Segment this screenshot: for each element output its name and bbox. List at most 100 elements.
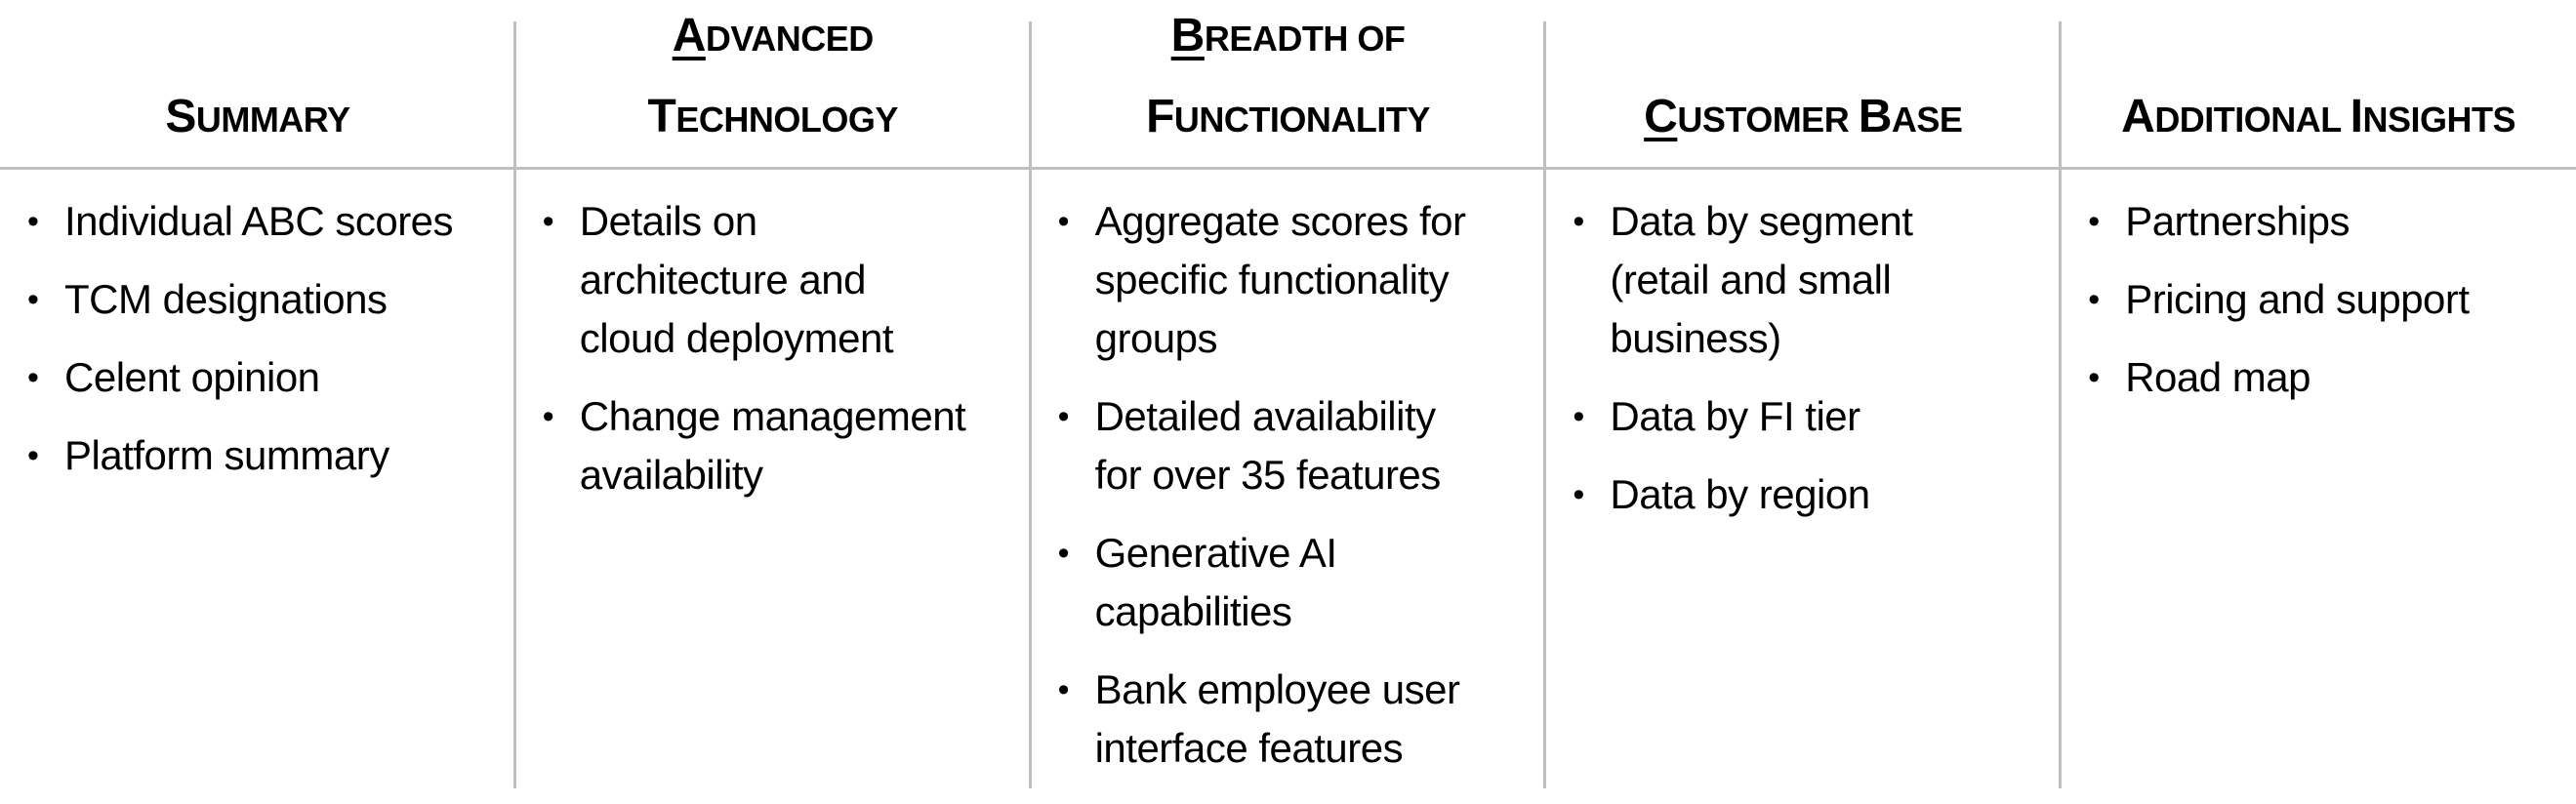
column-header-line: FUNCTIONALITY [1146,82,1430,163]
bullet-item: • Partnerships [2088,192,2568,251]
header-text-segment: NSIGHTS [2362,100,2516,140]
header-text-segment: A [2121,91,2155,142]
bullet-item: • Details on architecture and cloud deplo… [543,192,1023,368]
bullet-text: Individual ABC scores [64,198,454,244]
bullet-item: • Data by segment (retail and small busin… [1573,192,2053,368]
bullet-item: • Generative AI capabilities [1058,524,1538,641]
column-body-summary: •Individual ABC scores•TCM designations•… [0,171,515,504]
column-header-additional-insights: ADDITIONAL INSIGHTS [2061,0,2576,171]
bullet-text: Data by FI tier [1610,393,1860,439]
bullet-item: • Change management availability [543,387,1023,504]
bullet-icon: • [27,437,39,474]
bullet-icon: • [2088,359,2100,396]
column-body-customer-base: • Data by segment (retail and small busin… [1545,171,2061,543]
bullet-text: TCM designations [64,276,388,322]
column-summary: SUMMARY • Individual ABC scores • TCM desig… [0,0,515,804]
column-header-line: CUSTOMER BASE [1644,82,1963,163]
bullet-icon: • [542,203,554,240]
column-additional-insights: ADDITIONAL INSIGHTS • Partnerships • Pricin… [2061,0,2576,804]
header-text-segment: ASE [1891,100,1963,140]
header-text-segment: C [1644,91,1678,142]
bullet-item: • Road map [2088,348,2568,407]
bullet-item: • Detailed availability for over 35 featu… [1058,387,1538,504]
bullet-icon: • [27,203,39,240]
bullet-icon: • [2088,281,2100,318]
column-header-line: SUMMARY [165,82,350,163]
bullet-list: • Data by segment (retail and small busin… [1573,192,2053,524]
bullet-item: • Platform summary [27,426,508,485]
bullet-text: Partnerships [2125,198,2350,244]
header-rule [0,167,2576,170]
bullet-item: • Pricing and support [2088,270,2568,329]
bullet-icon: • [1573,398,1584,435]
header-text-segment: S [165,91,196,142]
bullet-text: Bank employee user interface features [1094,666,1460,771]
column-body-additional-insights: • Partnerships • Pricing and support • Road m… [2061,171,2576,426]
bullet-text: Details on architecture and cloud deploy… [579,198,894,361]
header-text-segment: DDITIONAL [2154,100,2351,140]
bullet-icon: • [27,359,39,396]
bullet-icon: • [27,281,39,318]
bullet-item: • Celent opinion [27,348,508,407]
bullet-text: Platform summary [64,432,389,478]
column-header-line: BREADTH OF [1171,1,1406,82]
bullet-icon: • [542,398,554,435]
bullet-text: Data by region [1610,471,1870,517]
header-text-segment: B [1170,10,1206,61]
bullet-icon: • [1057,398,1070,435]
bullet-item: • Data by FI tier [1573,387,2053,446]
header-text-segment: USTOMER [1677,100,1859,140]
column-body-advanced-technology: • Details on architecture and cloud deplo… [515,171,1031,524]
header-text-segment: F [1146,91,1174,142]
bullet-text: Generative AI capabilities [1094,530,1337,634]
bullet-icon: • [1057,535,1070,572]
bullet-text: Aggregate scores for specific functional… [1094,198,1466,361]
bullet-text: Pricing and support [2125,276,2470,322]
bullet-item: • Individual ABC scores [27,192,508,251]
column-header-summary: SUMMARY [0,0,515,171]
bullet-icon: • [1057,203,1070,240]
header-text-segment: T [647,91,676,142]
header-text-segment: UNCTIONALITY [1173,100,1430,140]
bullet-list: •Individual ABC scores•TCM designations•… [27,192,508,485]
column-divider [1028,21,1032,788]
bullet-icon: • [1573,476,1584,513]
column-customer-base: CUSTOMER BASE • Data by segment (retail a… [1545,0,2061,804]
bullet-icon: • [2088,203,2100,240]
column-header-line: ADDITIONAL INSIGHTS [2121,82,2515,163]
column-body-breadth-of-functionality: • Aggregate scores for specific functiona… [1031,171,1546,797]
bullet-text: Road map [2125,354,2310,400]
header-text-segment: I [2350,91,2363,142]
column-header-line: ADVANCED [673,1,875,82]
bullet-item: • TCM designations [27,270,508,329]
bullet-item: • Bank employee user interface features [1058,661,1538,778]
column-divider [512,21,516,788]
column-header-line: TECHNOLOGY [647,82,899,163]
bullet-list: • Details on architecture and cloud deplo… [543,192,1023,504]
bullet-list: • Aggregate scores for specific functiona… [1058,192,1538,778]
column-divider [2059,21,2063,788]
bullet-icon: • [1573,203,1584,240]
bullet-text: Change management availability [579,393,966,498]
bullet-item: • Aggregate scores for specific functiona… [1058,192,1538,368]
header-text-segment: ECHNOLOGY [675,100,898,140]
header-text-segment: B [1858,91,1893,142]
column-header-customer-base: CUSTOMER BASE [1545,0,2061,171]
bullet-text: Detailed availability for over 35 featur… [1094,393,1442,498]
header-text-segment: UMMARY [195,100,350,140]
header-text-segment: DVANCED [705,19,874,59]
column-divider [1543,21,1547,788]
bullet-icon: • [1057,671,1070,708]
bullet-list: • Partnerships • Pricing and support • Road m… [2088,192,2568,407]
bullet-text: Data by segment (retail and small busine… [1610,198,1913,361]
bullet-item: • Data by region [1573,465,2053,524]
bullet-text: Celent opinion [64,354,320,400]
header-text-segment: OF [1357,19,1406,59]
header-text-segment: READTH [1204,19,1358,59]
